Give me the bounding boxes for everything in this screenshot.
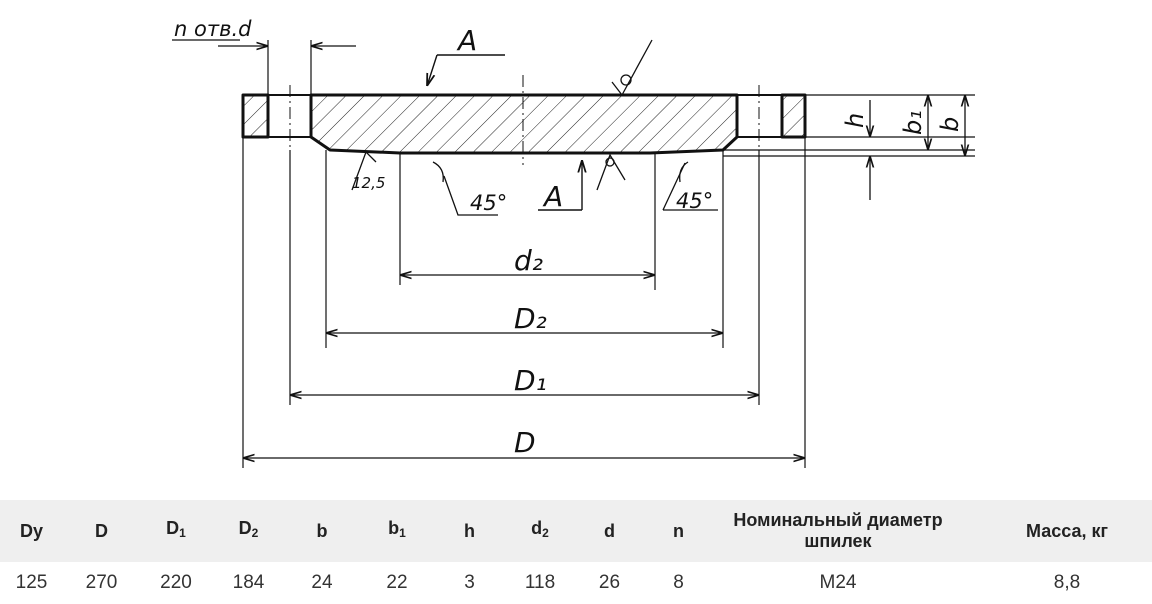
table-cell: 8,8 <box>1053 572 1081 593</box>
center-lines <box>289 75 760 165</box>
table-row: 125 270 220 184 24 22 3 118 26 8 М24 8,8 <box>0 562 1152 604</box>
header-cell: D1 <box>140 500 212 562</box>
header-cell: h <box>435 500 504 562</box>
label-section-bottom: A <box>542 180 563 213</box>
label-holes: n отв.d <box>174 17 252 41</box>
flange-right-segment <box>780 93 807 139</box>
flange-section <box>241 93 807 155</box>
label-section-top: A <box>456 24 477 57</box>
label-roughness: 12,5 <box>352 174 385 192</box>
header-label: D <box>238 518 252 538</box>
table-cell: 8 <box>673 572 684 593</box>
label-b: b <box>936 117 964 132</box>
header-cell: Масса, кг <box>962 500 1152 562</box>
table-cell: 24 <box>311 572 333 593</box>
header-subscript: 2 <box>542 526 549 540</box>
label-D: D <box>514 426 536 459</box>
leaders <box>351 39 718 216</box>
table-cell: М24 <box>819 572 857 593</box>
header-label: b <box>316 520 328 541</box>
table-cell: 270 <box>85 572 118 593</box>
label-D2: D₂ <box>514 302 547 335</box>
header-cell: b1 <box>359 500 435 562</box>
header-cell: D2 <box>212 500 285 562</box>
header-label: Масса, кг <box>1026 520 1108 541</box>
header-label: n <box>673 520 684 541</box>
label-d2: d₂ <box>514 244 543 277</box>
header-cell: b <box>285 500 359 562</box>
header-label: D <box>166 518 180 538</box>
flange-body <box>309 93 739 155</box>
table-cell: 26 <box>598 572 621 593</box>
header-subscript: 1 <box>399 526 406 540</box>
section-marks <box>427 54 582 211</box>
table-cell: 125 <box>15 572 48 593</box>
label-D1: D₁ <box>514 364 547 397</box>
header-label: h <box>464 520 475 541</box>
table-cell: 184 <box>232 572 265 593</box>
header-label: D <box>95 520 108 541</box>
table-cell: 220 <box>160 572 192 593</box>
header-label: Dy <box>19 520 43 541</box>
header-cell: D <box>63 500 140 562</box>
header-label: Номинальный диаметр шпилек <box>733 510 943 551</box>
header-cell: n <box>643 500 714 562</box>
header-label: d <box>531 518 543 538</box>
label-chamfer-right: 45° <box>676 189 713 213</box>
flange-drawing: n отв.d A A 12,5 45° 45° d₂ D₂ D₁ D h b₁… <box>172 17 975 468</box>
table-cell: 22 <box>386 572 408 593</box>
table-cell: 3 <box>464 572 475 593</box>
table-cell: 118 <box>524 572 556 593</box>
label-chamfer-left: 45° <box>470 191 507 215</box>
header-cell: Номинальный диаметр шпилек <box>714 500 962 562</box>
dimension-lines <box>172 39 965 458</box>
header-subscript: 1 <box>179 526 186 540</box>
header-label: d <box>604 520 615 541</box>
header-cell: d <box>576 500 643 562</box>
header-subscript: 2 <box>251 526 259 540</box>
header-cell: d2 <box>504 500 576 562</box>
header-cell: Dy <box>0 500 63 562</box>
label-b1: b₁ <box>899 110 927 135</box>
flange-left-segment <box>241 93 270 139</box>
header-label: b <box>388 518 400 538</box>
extension-lines <box>242 40 975 468</box>
label-h: h <box>841 113 869 128</box>
